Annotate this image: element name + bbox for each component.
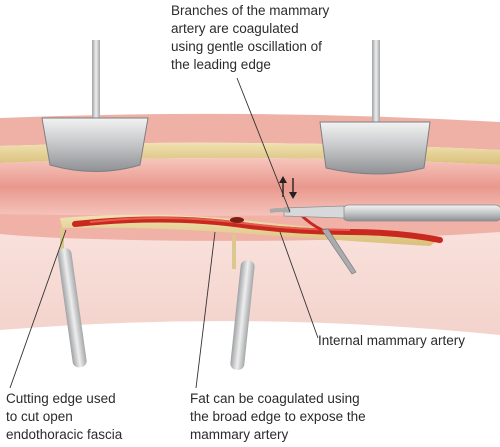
leader-branches (236, 77, 291, 213)
retractor-left (41, 40, 149, 172)
internal-mammary-artery-label: Internal mammary artery (318, 332, 465, 350)
harmonic-scalpel (269, 204, 500, 222)
cutting-edge-label: Cutting edge used to cut open endothorac… (6, 390, 122, 444)
hook-left (57, 228, 87, 368)
leader-fat (195, 231, 216, 389)
branches-line-2: artery are coagulated (171, 21, 299, 36)
cutting-line-2: to cut open (6, 409, 73, 424)
leader-cutting-edge (9, 229, 67, 389)
cutting-line-1: Cutting edge used (6, 391, 116, 406)
coagulated-spot (230, 217, 244, 223)
cutting-line-3: endothoracic fascia (6, 427, 123, 442)
internal-mammary-artery (72, 216, 443, 243)
branches-line-4: the leading edge (171, 57, 271, 72)
fat-line-1: Fat can be coagulated using (190, 391, 360, 406)
branches-line-3: using gentle oscillation of (171, 39, 322, 54)
internal-artery-line-1: Internal mammary artery (318, 333, 466, 348)
retractor-right (319, 40, 431, 175)
fat-line-3: mammary artery (190, 427, 289, 442)
leader-internal-artery (279, 231, 319, 339)
forceps-tip (321, 228, 357, 275)
fat-line-2: the broad edge to expose the (190, 409, 366, 424)
branches-line-1: Branches of the mammary (171, 3, 330, 18)
artery-highlight (89, 216, 351, 231)
branches-coagulated-label: Branches of the mammary artery are coagu… (171, 2, 329, 74)
fat-coagulated-label: Fat can be coagulated using the broad ed… (190, 390, 366, 444)
pedicle-fat-strip (60, 214, 440, 246)
hook-middle (230, 235, 255, 370)
